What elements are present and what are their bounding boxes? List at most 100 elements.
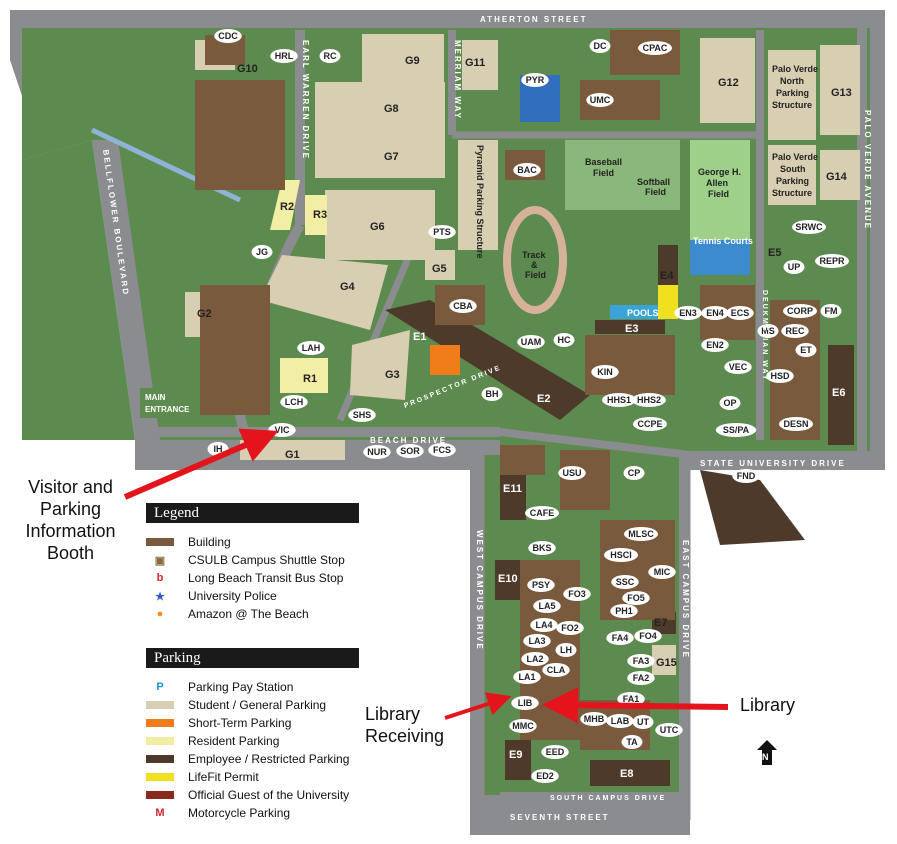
- building-label[interactable]: ECS: [731, 308, 750, 318]
- building-label[interactable]: HC: [558, 335, 571, 345]
- lot-e6[interactable]: [828, 345, 854, 445]
- building-label[interactable]: ET: [800, 345, 812, 355]
- building-label[interactable]: MMC: [512, 721, 534, 731]
- building-label[interactable]: EED: [546, 747, 565, 757]
- building-label[interactable]: MHB: [584, 714, 605, 724]
- building-label[interactable]: SRWC: [795, 222, 823, 232]
- lot-e1[interactable]: [385, 300, 590, 420]
- building-label[interactable]: ED2: [536, 771, 554, 781]
- building-label[interactable]: VEC: [729, 362, 748, 372]
- lot-g9[interactable]: [362, 34, 444, 82]
- building-label[interactable]: UAM: [521, 337, 542, 347]
- lot-r1[interactable]: [280, 358, 328, 393]
- building-label[interactable]: UTC: [660, 725, 679, 735]
- building-label[interactable]: BKS: [532, 543, 551, 553]
- lot-g3[interactable]: [350, 330, 410, 400]
- building-label[interactable]: UMC: [590, 95, 611, 105]
- building-label[interactable]: LA1: [518, 672, 535, 682]
- building-label[interactable]: SSC: [616, 577, 635, 587]
- building-label[interactable]: NUR: [367, 447, 387, 457]
- lot-g15[interactable]: [652, 645, 676, 675]
- building-label[interactable]: HHS2: [637, 395, 661, 405]
- building-label[interactable]: SOR: [400, 446, 420, 456]
- lot-e4[interactable]: [658, 245, 678, 285]
- building-label[interactable]: FND: [737, 471, 756, 481]
- building-label[interactable]: JG: [256, 247, 268, 257]
- building-kin[interactable]: [585, 335, 675, 395]
- building-label[interactable]: BAC: [517, 165, 537, 175]
- building-label[interactable]: PH1: [615, 606, 633, 616]
- lot-r3[interactable]: [305, 195, 327, 235]
- building-label[interactable]: VIC: [274, 425, 290, 435]
- lot-g11[interactable]: [462, 40, 498, 90]
- lot-fnd-area[interactable]: [700, 470, 805, 545]
- building-label[interactable]: HSCI: [610, 550, 632, 560]
- building-label[interactable]: CAFE: [530, 508, 555, 518]
- building-label[interactable]: PSY: [532, 580, 550, 590]
- building-label[interactable]: SS/PA: [723, 425, 750, 435]
- building-label[interactable]: FA2: [633, 673, 650, 683]
- lot-g12[interactable]: [700, 38, 755, 123]
- building-label[interactable]: FO4: [639, 631, 657, 641]
- building-label[interactable]: REC: [785, 326, 805, 336]
- building-label[interactable]: EN4: [706, 308, 724, 318]
- lot-g8[interactable]: [315, 82, 445, 130]
- building-label[interactable]: HHS1: [607, 395, 631, 405]
- building-label[interactable]: PTS: [433, 227, 451, 237]
- building-label[interactable]: BH: [486, 389, 499, 399]
- building-label[interactable]: MIC: [654, 567, 671, 577]
- building-label[interactable]: CBA: [453, 301, 473, 311]
- building-label[interactable]: DESN: [783, 419, 808, 429]
- lot-g4[interactable]: [260, 255, 388, 330]
- building-label[interactable]: CCPE: [637, 419, 662, 429]
- lot-r2[interactable]: [270, 180, 300, 230]
- building-label[interactable]: CLA: [547, 665, 566, 675]
- building-label[interactable]: LAH: [302, 343, 321, 353]
- lot-e8[interactable]: [590, 760, 670, 786]
- building-label[interactable]: CPAC: [643, 43, 668, 53]
- building-label[interactable]: LA3: [528, 636, 545, 646]
- building-label[interactable]: FO2: [561, 623, 579, 633]
- building-label[interactable]: IH: [214, 444, 223, 454]
- building-label[interactable]: UP: [788, 262, 801, 272]
- building-label[interactable]: LA4: [535, 620, 552, 630]
- building-label[interactable]: CDC: [218, 31, 238, 41]
- building-label[interactable]: TA: [626, 737, 638, 747]
- building-label[interactable]: LA5: [538, 601, 555, 611]
- lot-g7[interactable]: [315, 130, 445, 178]
- lot-g13[interactable]: [820, 45, 860, 135]
- building-label[interactable]: SHS: [353, 410, 372, 420]
- building-label[interactable]: LAB: [611, 716, 630, 726]
- lot-g5[interactable]: [425, 250, 455, 280]
- building-label[interactable]: RC: [324, 51, 337, 61]
- building-label[interactable]: CP: [628, 468, 641, 478]
- building-label[interactable]: UT: [637, 717, 649, 727]
- building-label[interactable]: LCH: [285, 397, 304, 407]
- building-label[interactable]: FO5: [627, 593, 645, 603]
- building-label[interactable]: HSD: [770, 371, 790, 381]
- building-usu[interactable]: [560, 450, 610, 510]
- building-label[interactable]: FA4: [612, 633, 629, 643]
- building-usu-east[interactable]: [500, 445, 545, 475]
- dorms-parkside[interactable]: [195, 80, 285, 190]
- lot-e9[interactable]: [505, 740, 531, 780]
- building-label[interactable]: LIB: [518, 698, 533, 708]
- lifefit-lot[interactable]: [658, 285, 678, 319]
- building-label[interactable]: USU: [562, 468, 581, 478]
- building-label[interactable]: REPR: [819, 256, 845, 266]
- building-label[interactable]: OP: [723, 398, 736, 408]
- building-label[interactable]: PYR: [526, 75, 545, 85]
- building-label[interactable]: LH: [560, 645, 572, 655]
- building-label[interactable]: DC: [594, 41, 607, 51]
- building-label[interactable]: FA3: [633, 656, 650, 666]
- building-label[interactable]: CORP: [787, 306, 813, 316]
- building-label[interactable]: EN3: [679, 308, 697, 318]
- dorms-hillside[interactable]: [200, 285, 270, 415]
- lot-e10[interactable]: [495, 560, 523, 600]
- building-label[interactable]: FA1: [623, 694, 640, 704]
- building-label[interactable]: EN2: [706, 340, 724, 350]
- building-label[interactable]: FM: [825, 306, 838, 316]
- building-label[interactable]: MLSC: [628, 529, 654, 539]
- lot-g14[interactable]: [820, 150, 860, 200]
- building-label[interactable]: LA2: [526, 654, 543, 664]
